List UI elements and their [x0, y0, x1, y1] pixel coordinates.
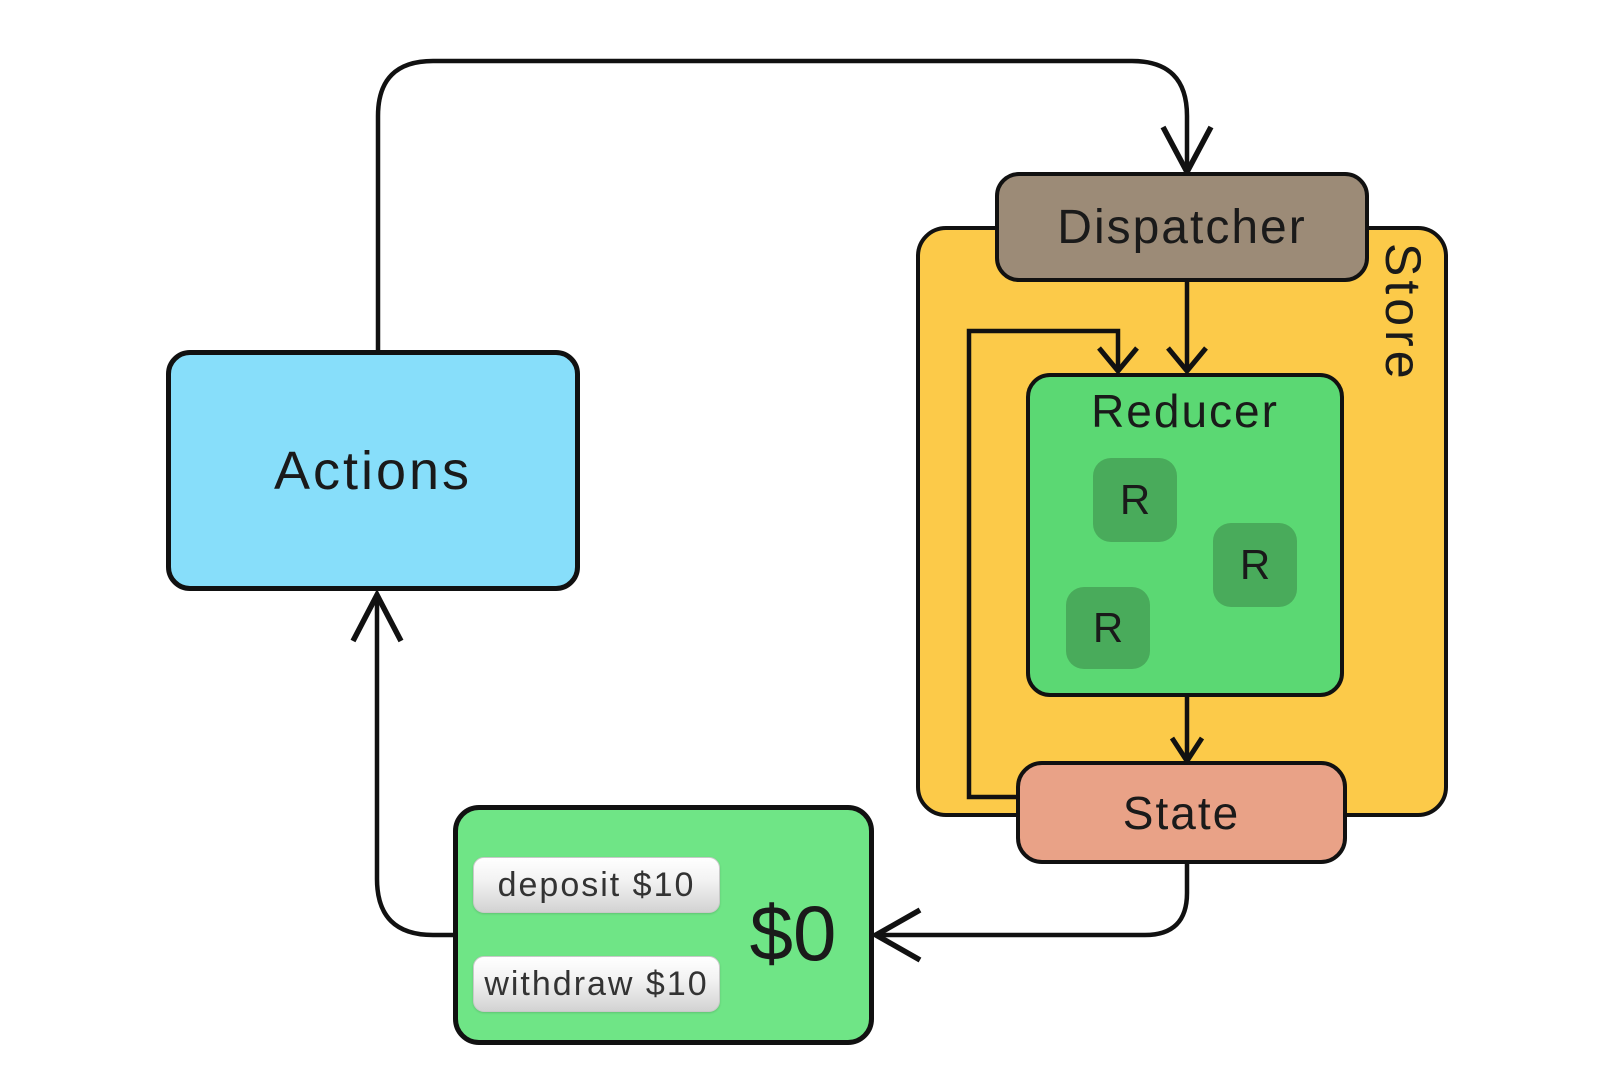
reducer-label: Reducer — [1091, 385, 1279, 437]
arrowhead-into-dispatcher — [1160, 125, 1214, 178]
state-label: State — [1122, 786, 1241, 839]
arrow-state-to-client — [878, 864, 1190, 938]
arrowhead-into-actions — [350, 589, 404, 643]
arrowhead-into-client — [870, 907, 922, 963]
withdraw-button-label: withdraw $10 — [484, 964, 709, 1003]
state-box: State — [1016, 761, 1347, 864]
reducer-chip: R — [1066, 587, 1150, 669]
actions-label: Actions — [273, 440, 473, 501]
balance-value: $0 — [749, 889, 837, 977]
reducer-chip-label: R — [1119, 476, 1151, 523]
reducer-chip-label: R — [1239, 541, 1271, 588]
dispatcher-label: Dispatcher — [1057, 200, 1307, 254]
dispatcher-box: Dispatcher — [995, 172, 1369, 282]
reducer-chip-label: R — [1092, 604, 1124, 651]
reducer-chip: R — [1093, 458, 1177, 542]
withdraw-button[interactable]: withdraw $10 — [473, 956, 720, 1012]
arrow-client-to-actions — [374, 596, 455, 938]
reducer-chip: R — [1213, 523, 1297, 607]
store-label: Store — [1375, 243, 1431, 383]
deposit-button[interactable]: deposit $10 — [473, 857, 720, 913]
actions-box: Actions — [166, 350, 580, 591]
deposit-button-label: deposit $10 — [497, 865, 696, 904]
